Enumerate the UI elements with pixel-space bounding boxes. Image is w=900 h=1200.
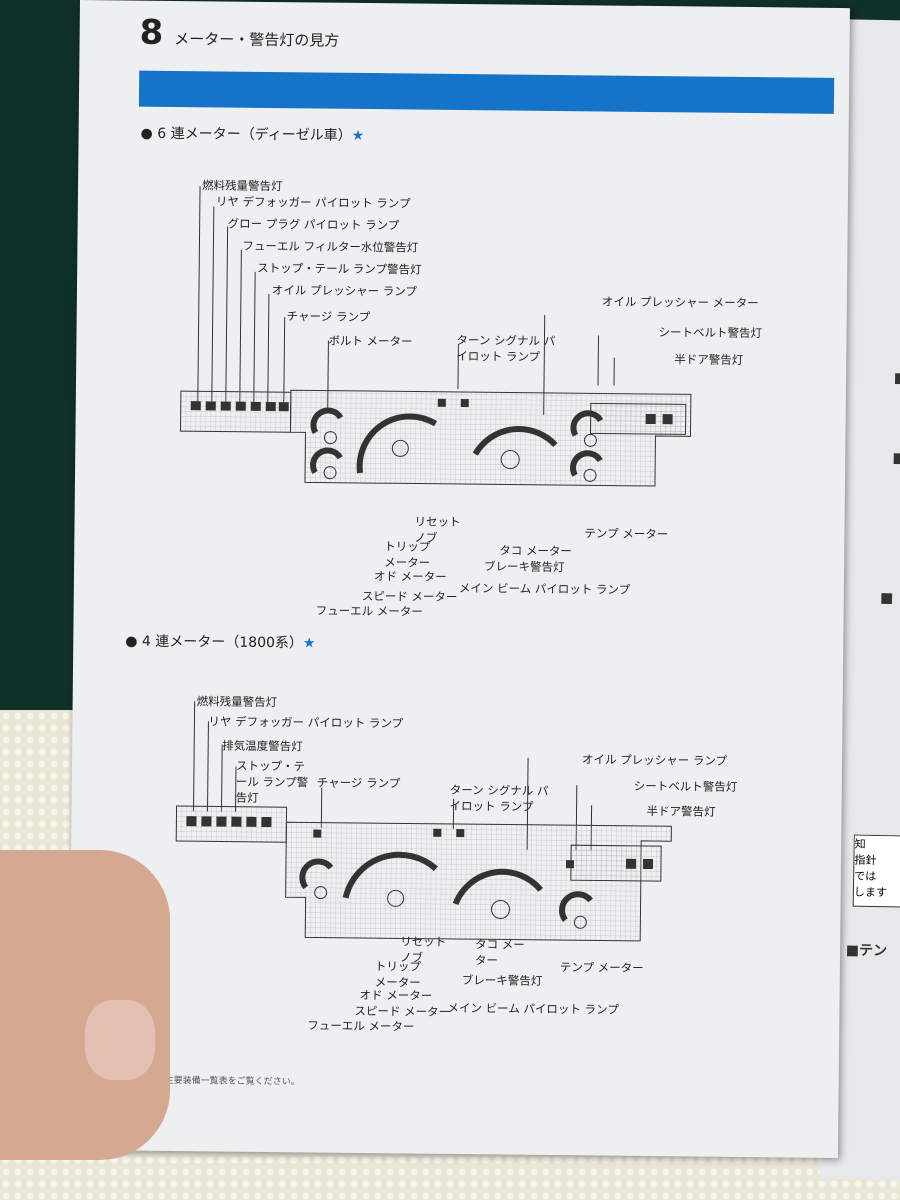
info-text-3: します — [853, 885, 888, 900]
six-gauge-diagram — [179, 186, 692, 487]
side-mark-3: ■ — [879, 590, 894, 607]
info-box-label: 知 — [854, 835, 900, 853]
star-icon-2: ★ — [302, 635, 316, 652]
info-text-1: 指針 — [854, 853, 877, 868]
side-mark-1: ■ — [893, 370, 900, 387]
info-text-2: では — [854, 869, 877, 884]
section2-title-text: 4 連メーター（1800系） — [141, 633, 304, 652]
page-number: 8 — [139, 12, 164, 53]
thumbnail — [85, 1000, 155, 1080]
side-mark-2: ■ — [892, 450, 900, 467]
hand — [0, 850, 170, 1160]
page-header: 8 メーター・警告灯の見方 — [139, 13, 339, 55]
page-title: メーター・警告灯の見方 — [174, 29, 340, 50]
section-bar — [138, 70, 835, 114]
side-heading-temp: ■テン — [845, 942, 888, 960]
star-icon: ★ — [351, 127, 365, 144]
info-box: 知 指針 では します — [852, 834, 900, 908]
four-gauge-diagram — [175, 701, 672, 942]
section2-title: ● 4 連メーター（1800系）★ — [125, 633, 316, 652]
section1-title-text: 6 連メーター（ディーゼル車） — [157, 125, 352, 144]
manual-page: 8 メーター・警告灯の見方 ● 6 連メーター（ディーゼル車）★ 燃料残量警告灯… — [67, 0, 850, 1159]
section1-title: ● 6 連メーター（ディーゼル車）★ — [140, 125, 365, 144]
